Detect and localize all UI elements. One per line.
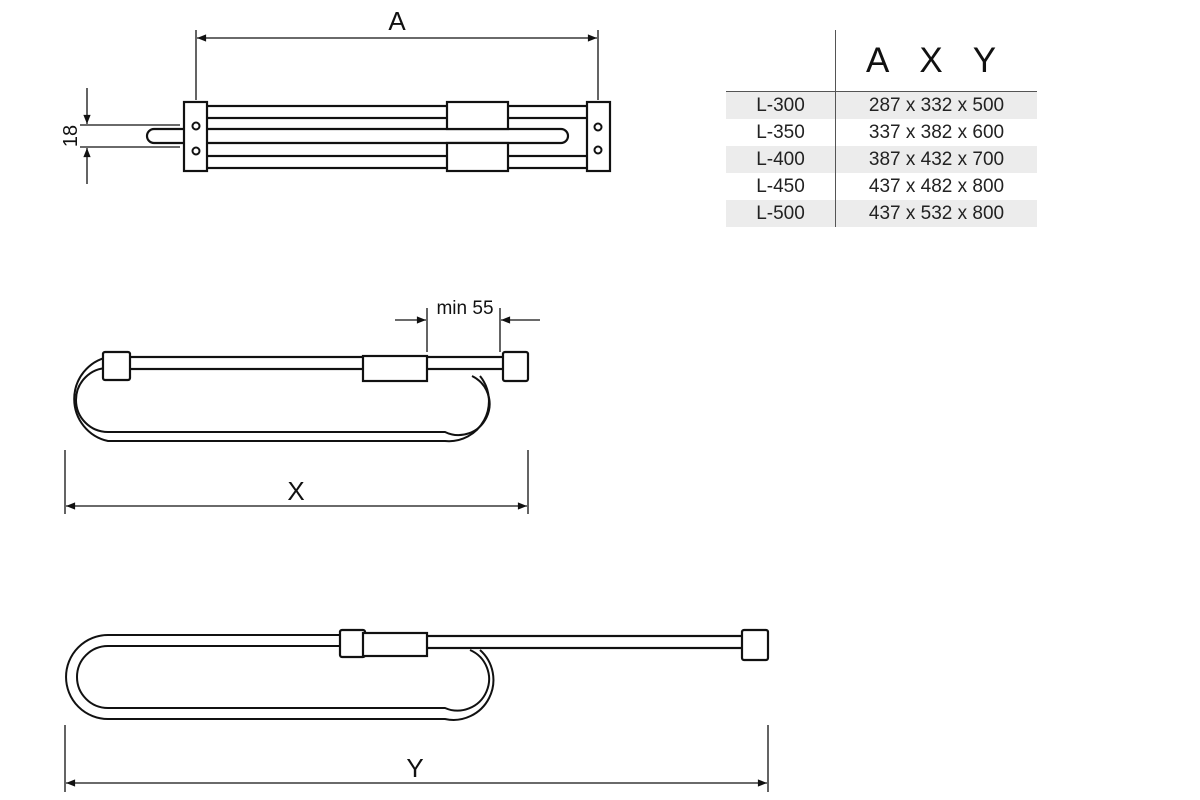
table-row: L-400 387 x 432 x 700 [726,146,1037,173]
model-cell: L-350 [726,119,836,146]
dims-cell: 337 x 382 x 600 [868,122,1005,143]
model-cell: L-300 [726,92,836,119]
dimensions-table: A X Y L-300 287 x 332 x 500 L-350 337 x 38… [726,30,1037,227]
dims-cell: 387 x 432 x 700 [868,149,1005,170]
dimension-y-label: Y [406,753,423,783]
model-cell: L-500 [726,200,836,227]
model-cell: L-400 [726,146,836,173]
table-header: A X Y [726,30,1037,92]
top-view: A 18 [60,6,612,184]
table-row: L-300 287 x 332 x 500 [726,92,1037,119]
dimension-x-label: X [287,476,304,506]
header-a: A [866,40,890,80]
table-row: L-350 337 x 382 x 600 [726,119,1037,146]
dims-cell: 437 x 532 x 800 [868,203,1005,224]
table-row: L-450 437 x 482 x 800 [726,173,1037,200]
retracted-view: min 55 X [64,298,540,514]
extended-view: Y [64,628,770,792]
model-cell: L-450 [726,173,836,200]
dimension-a-label: A [388,6,406,36]
header-x: X [919,40,943,80]
header-y: Y [972,40,997,80]
min-gap-label: min 55 [436,298,493,319]
dimension-18-label: 18 [60,125,82,147]
dims-cell: 437 x 482 x 800 [868,176,1005,197]
table-row: L-500 437 x 532 x 800 [726,200,1037,227]
dims-cell: 287 x 332 x 500 [868,95,1005,116]
